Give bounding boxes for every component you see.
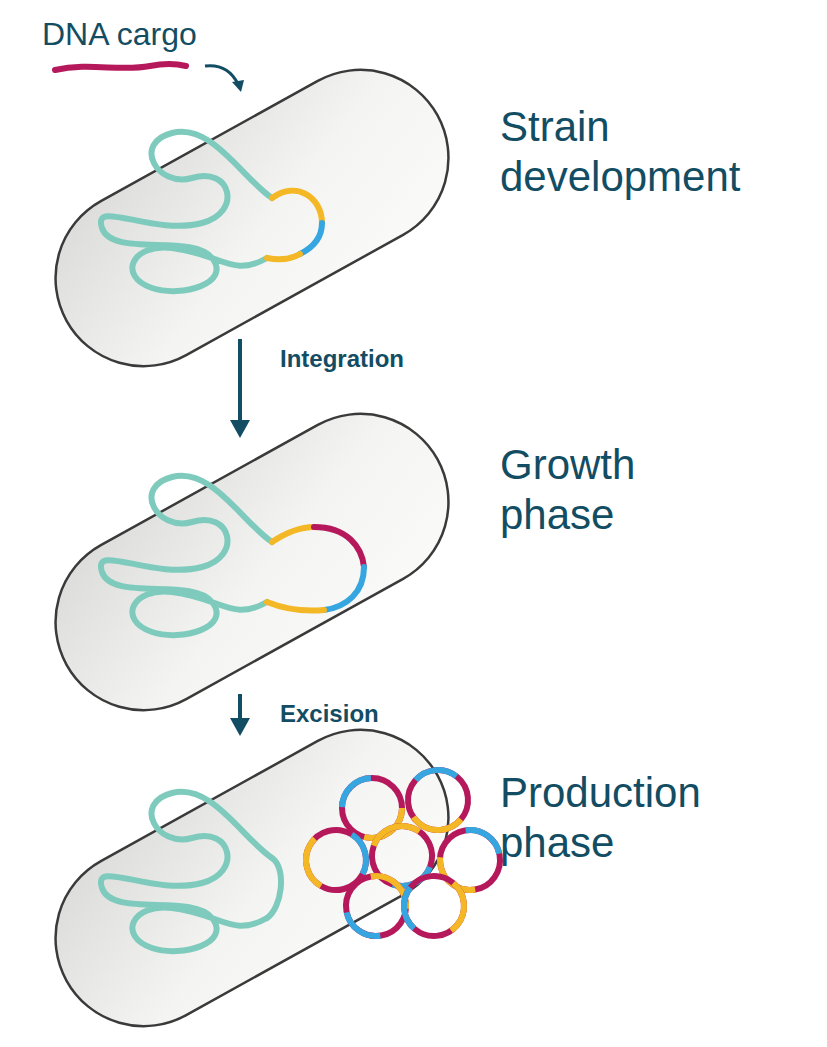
cargo-label: DNA cargo xyxy=(42,16,197,53)
cell-stage: Strain development xyxy=(40,80,810,335)
stage-heading: Production phase xyxy=(500,768,755,867)
edge-label: Integration xyxy=(280,345,404,373)
process-arrow xyxy=(230,694,250,736)
process-arrow xyxy=(230,339,250,438)
stage-heading: Growth phase xyxy=(500,440,755,539)
cell-stage: Growth phase xyxy=(40,440,810,690)
cell-stage: Production phase xyxy=(40,738,810,1013)
edge-label: Excision xyxy=(280,700,379,728)
stage-heading: Strain development xyxy=(500,102,755,201)
